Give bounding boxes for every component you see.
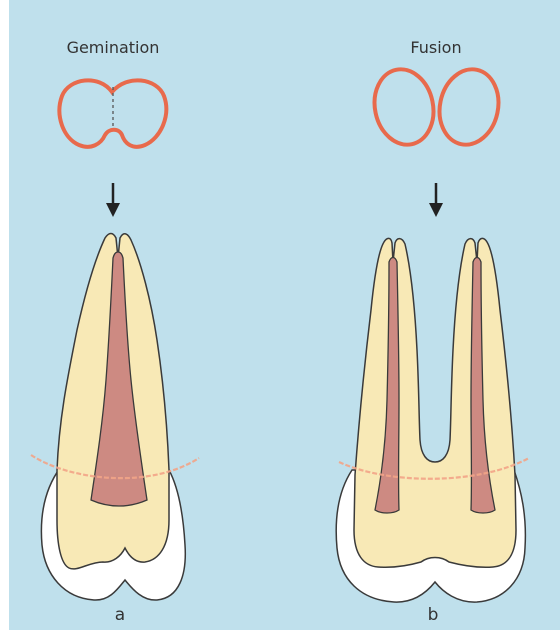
fusion-label: Fusion — [410, 38, 461, 57]
diagram-panel: Gemination a Fusion — [9, 0, 560, 630]
gemination-label: Gemination — [67, 38, 160, 57]
fusion-panel-letter: b — [428, 605, 439, 625]
gemination-panel-letter: a — [115, 605, 125, 625]
